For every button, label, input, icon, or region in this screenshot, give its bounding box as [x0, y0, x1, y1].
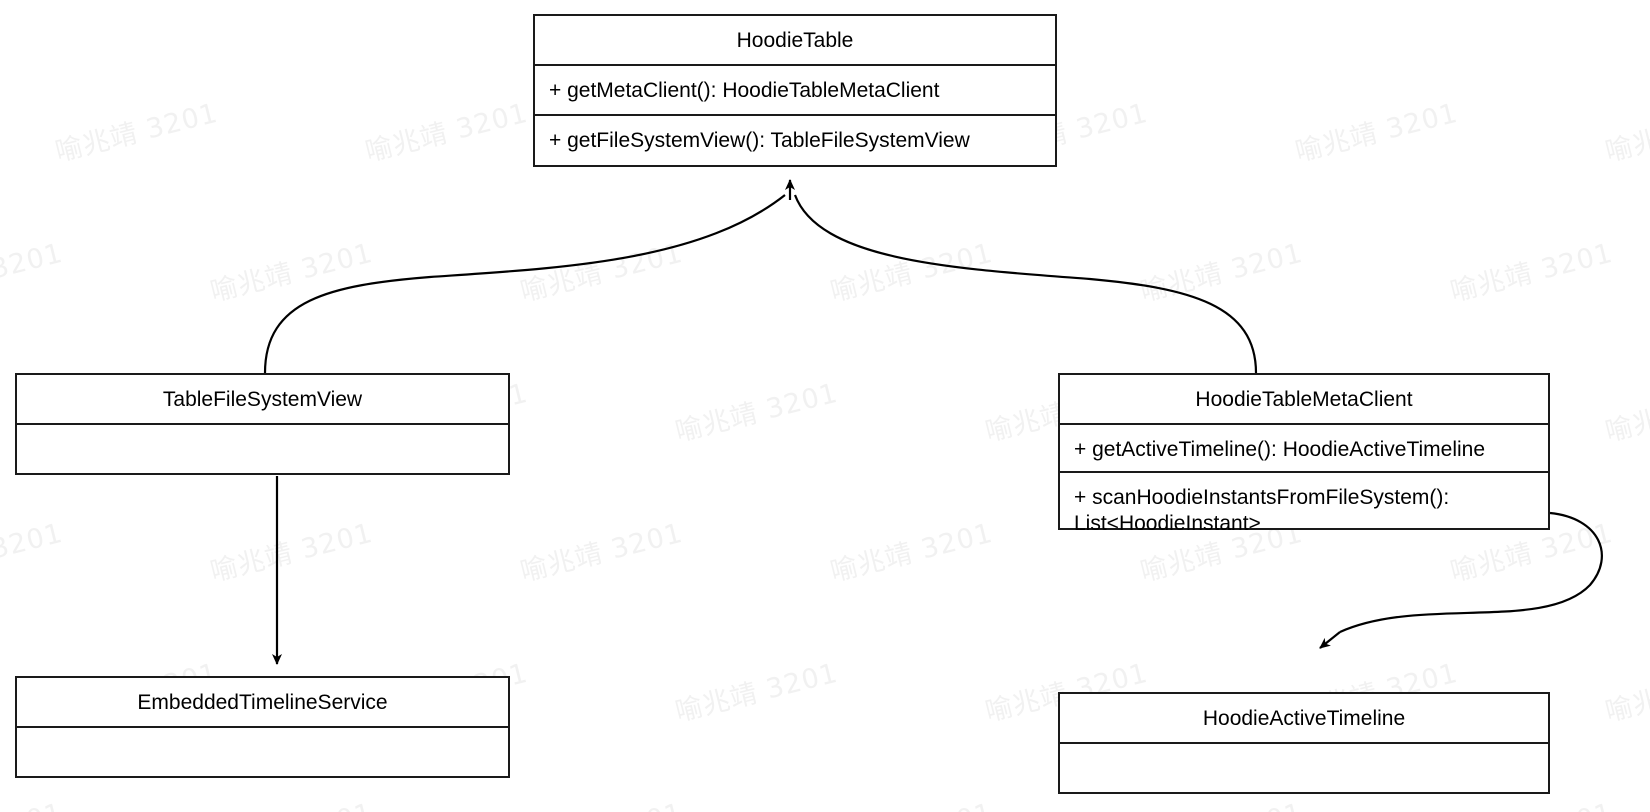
uml-class-section-hoodie-table-meta-client-1: + scanHoodieInstantsFromFileSystem(): Lis… — [1060, 473, 1548, 535]
uml-class-title-embedded-timeline-service: EmbeddedTimelineService — [17, 678, 508, 728]
watermark-text: 喻兆靖 3201 — [1446, 791, 1617, 812]
uml-class-title-hoodie-active-timeline: HoodieActiveTimeline — [1060, 694, 1548, 744]
uml-member-row: + scanHoodieInstantsFromFileSystem(): — [1074, 486, 1450, 509]
watermark-text: 喻兆靖 3201 — [517, 517, 687, 589]
uml-class-section-embedded-timeline-service-0 — [17, 728, 508, 778]
uml-class-embedded-timeline-service[interactable]: EmbeddedTimelineService — [15, 676, 510, 778]
watermark-text: 喻兆靖 3201 — [826, 791, 997, 812]
uml-class-hoodie-active-timeline[interactable]: HoodieActiveTimeline — [1058, 692, 1550, 794]
uml-member-row: + getActiveTimeline(): HoodieActiveTimel… — [1074, 438, 1486, 461]
edge-tablefilesystemview-to-hoodietable — [263, 194, 786, 374]
watermark-text: 喻兆靖 3201 — [1602, 658, 1650, 729]
uml-class-section-hoodie-table-0: + getMetaClient(): HoodieTableMetaClient — [535, 66, 1055, 116]
edge-hoodietablemetaclient-to-hoodietable — [793, 194, 1258, 374]
watermark-text: 喻兆靖 3201 — [1602, 98, 1650, 169]
uml-class-hoodie-table[interactable]: HoodieTable + getMetaClient(): HoodieTabl… — [533, 14, 1057, 167]
uml-member-row: + getFileSystemView(): TableFileSystemVi… — [549, 129, 970, 152]
watermark-text: 喻兆靖 3201 — [207, 517, 377, 589]
uml-class-table-file-system-view[interactable]: TableFileSystemView — [15, 373, 510, 475]
uml-class-section-hoodie-active-timeline-0 — [1060, 744, 1548, 794]
watermark-text: 喻兆靖 3201 — [0, 237, 67, 308]
watermark-text: 喻兆靖 3201 — [1136, 791, 1307, 812]
watermark-text: 喻兆靖 3201 — [672, 377, 842, 449]
uml-member-row: + getMetaClient(): HoodieTableMetaClient — [549, 79, 940, 102]
uml-class-section-table-file-system-view-0 — [17, 425, 508, 475]
uml-member-row: List<HoodieInstant> — [1074, 512, 1261, 536]
watermark-text: 喻兆靖 3201 — [827, 237, 997, 309]
uml-class-title-table-file-system-view: TableFileSystemView — [17, 375, 508, 425]
watermark-text: 喻兆靖 3201 — [827, 517, 997, 589]
watermark-text: 喻兆靖 3201 — [1137, 237, 1307, 309]
uml-class-title-hoodie-table-meta-client: HoodieTableMetaClient — [1060, 375, 1548, 425]
watermark-text: 喻兆靖 3201 — [206, 791, 377, 812]
watermark-text: 喻兆靖 3201 — [0, 791, 66, 812]
watermark-text: 喻兆靖 3201 — [207, 237, 377, 309]
watermark-text: 喻兆靖 3201 — [672, 657, 842, 729]
uml-class-section-hoodie-table-meta-client-0: + getActiveTimeline(): HoodieActiveTimel… — [1060, 425, 1548, 473]
uml-class-hoodie-table-meta-client[interactable]: HoodieTableMetaClient + getActiveTimeline… — [1058, 373, 1550, 535]
watermark-text: 喻兆靖 3201 — [362, 97, 532, 169]
edge-activetimeline-arrow-stem — [1319, 631, 1341, 649]
watermark-text: 喻兆靖 3201 — [1602, 378, 1650, 449]
watermark-text: 喻兆靖 3201 — [0, 517, 67, 588]
watermark-text: 喻兆靖 3201 — [517, 237, 687, 309]
watermark-text: 喻兆靖 3201 — [1292, 97, 1462, 169]
watermark-text: 喻兆靖 3201 — [1447, 237, 1617, 309]
watermark-text: 喻兆靖 3201 — [516, 791, 687, 812]
watermark-text: 喻兆靖 3201 — [52, 97, 222, 169]
uml-class-title-hoodie-table: HoodieTable — [535, 16, 1055, 66]
uml-class-section-hoodie-table-1: + getFileSystemView(): TableFileSystemVi… — [535, 116, 1055, 167]
